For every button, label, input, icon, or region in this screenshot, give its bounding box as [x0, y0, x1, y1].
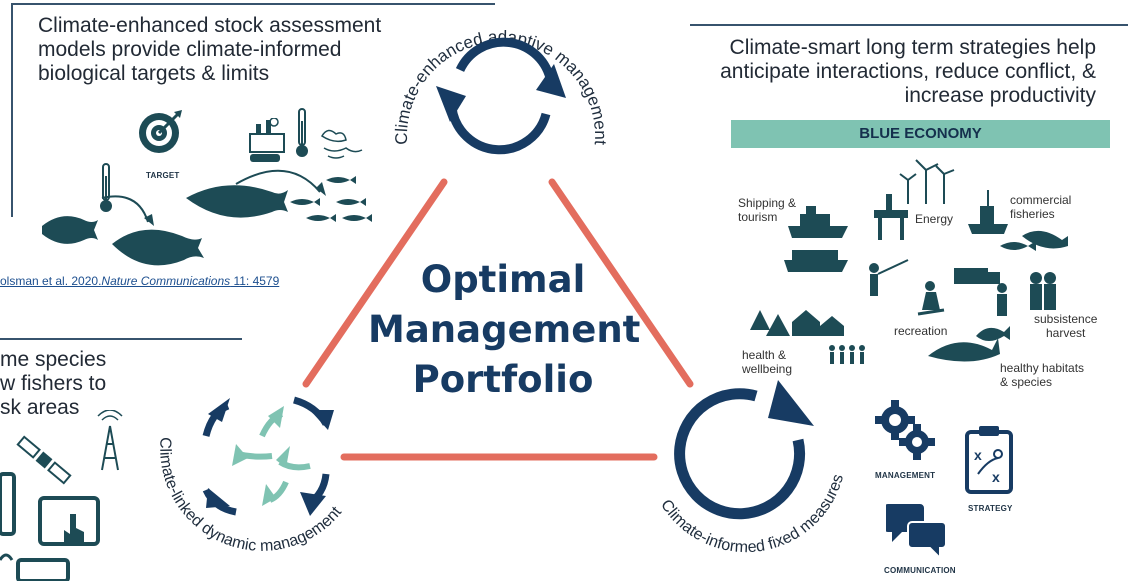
communication-label: COMMUNICATION	[884, 566, 956, 575]
triangle-left-edge	[302, 178, 448, 388]
thermometer-icon	[296, 108, 308, 157]
statement-line: Climate-smart long term strategies help	[729, 36, 1096, 59]
truck-icon	[954, 268, 988, 284]
fishing-boat-icon	[968, 190, 1008, 234]
health-label: health & wellbeing	[742, 348, 793, 376]
right-cycle: Climate-informed fixed measures	[657, 380, 847, 556]
thermometer-icon	[100, 163, 112, 212]
recreation-people-icon	[869, 259, 945, 316]
svg-text:x: x	[992, 469, 1000, 485]
left-cycle: Climate-linked dynamic management	[156, 396, 345, 555]
center-title: Optimal Management Portfolio	[368, 255, 641, 405]
management-label: MANAGEMENT	[875, 471, 936, 480]
statement-line: models provide climate-informed	[38, 38, 342, 61]
commercial-fisheries-label: commercial fisheries	[1010, 193, 1072, 221]
target-label: TARGET	[146, 171, 180, 180]
blue-economy-bar: BLUE ECONOMY	[731, 120, 1110, 148]
statement-line: biological targets & limits	[38, 62, 270, 85]
statement-line: sk areas	[0, 396, 80, 419]
habitats-label: healthy habitats & species	[1000, 361, 1085, 389]
factory-weather-icon	[249, 118, 363, 162]
top-right-statement: Climate-smart long term strategies help …	[720, 36, 1096, 108]
citation-journal: Nature Communications	[101, 274, 231, 288]
fish-icon	[1000, 241, 1036, 251]
tech-devices-graphic	[0, 410, 123, 581]
antenna-tower-icon	[97, 410, 123, 471]
clipboard-strategy-icon: x x	[965, 426, 1013, 494]
fish-icon	[1022, 230, 1068, 249]
strategy-label: STRATEGY	[968, 504, 1013, 513]
subsistence-people-icon	[997, 272, 1056, 316]
title-line: Management	[368, 308, 641, 351]
statement-line: me species	[0, 348, 107, 371]
gear-icon	[875, 400, 935, 460]
triangle-right-edge	[548, 178, 694, 388]
village-icon	[750, 310, 844, 336]
wind-turbine-icon	[899, 159, 955, 204]
svg-text:x: x	[974, 447, 982, 463]
citation-volume: 11: 4579	[230, 274, 280, 288]
children-icon	[829, 345, 865, 364]
target-icon	[139, 110, 182, 153]
left-mid-statement: me species w fishers to sk areas	[0, 348, 106, 420]
speech-bubbles-icon	[886, 504, 947, 558]
top-cycle: Climate-enhanced adaptive management	[392, 27, 610, 155]
fish-shift-graphic	[42, 169, 372, 266]
top-right-panel-border	[690, 24, 1128, 26]
top-left-panel-border	[11, 3, 495, 217]
top-left-statement: Climate-enhanced stock assessment models…	[38, 14, 381, 86]
title-line: Optimal	[420, 258, 586, 301]
oil-rig-icon	[874, 194, 908, 240]
orca-icon	[928, 338, 1000, 362]
reef-fish-icon	[976, 326, 1010, 341]
subsistence-label: subsistence harvest	[1034, 312, 1098, 340]
citation-authors: olsman et al. 2020.	[0, 274, 102, 288]
recreation-label: recreation	[894, 324, 948, 338]
citation-link[interactable]: olsman et al. 2020.Nature Communications…	[0, 274, 279, 288]
statement-line: Climate-enhanced stock assessment	[38, 14, 382, 37]
ship-icon	[784, 206, 848, 272]
statement-line: w fishers to	[0, 372, 107, 395]
statement-line: anticipate interactions, reduce conflict…	[720, 60, 1096, 83]
statement-line: increase productivity	[904, 84, 1096, 107]
satellite-icon	[16, 435, 72, 485]
shipping-label: Shipping & tourism	[738, 196, 797, 224]
energy-label: Energy	[915, 212, 954, 226]
title-line: Portfolio	[412, 358, 594, 401]
left-mid-panel-border	[0, 338, 242, 340]
blue-economy-silhouettes	[750, 159, 1068, 364]
